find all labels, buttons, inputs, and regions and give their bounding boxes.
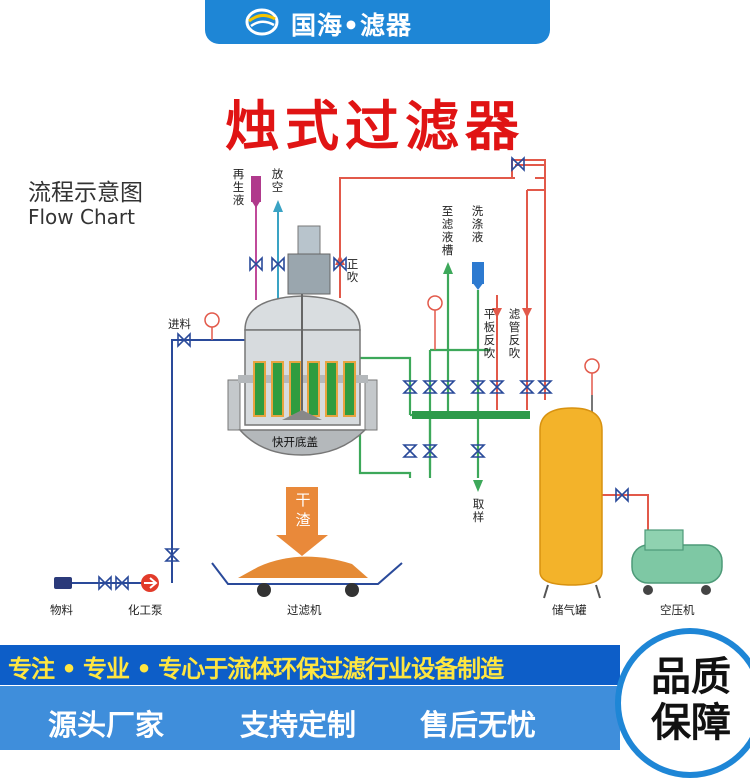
brand-name: 国海•滤器 [291,11,412,40]
filter-machine [211,556,403,597]
label-dry-residue: 干渣 [295,491,311,529]
feature-item: 支持定制 [240,708,357,742]
dry-residue-arrow [276,487,328,556]
label-filter-machine: 过滤机 [287,603,322,617]
brand-logo-icon [245,8,279,36]
label-material: 物料 [50,603,73,617]
label-pipe-backblow: 滤管反吹 [508,307,521,360]
label-chemical-pump: 化工泵 [128,603,163,617]
label-vent: 放空 [271,167,284,194]
label-forward-blow: 正吹 [346,257,359,284]
label-wash-liquid: 洗涤液 [471,204,484,244]
brand-header: 国海•滤器 [205,0,550,44]
flow-chart-title-en: Flow Chart [28,205,135,229]
flow-chart-title-cn: 流程示意图 [28,180,143,206]
wash-liquid-vessel [472,262,484,284]
features-bar: 源头厂家 支持定制 售后无忧 [0,686,620,750]
label-air-compressor: 空压机 [660,603,695,617]
material-drum [54,577,72,589]
slogan-text: 专注 • 专业 • 专心于流体环保过滤行业设备制造 [8,655,504,683]
feature-item: 售后无忧 [420,708,537,742]
flow-diagram [54,156,723,599]
label-regen-liquid: 再生液 [232,167,245,207]
quality-badge: 品质保障 [615,628,750,778]
label-plate-backblow: 平板反吹 [483,307,496,360]
air-storage-tank [539,395,603,599]
label-quick-bottom-cover: 快开底盖 [272,435,318,449]
candle-filter-vessel [227,225,378,456]
label-feed: 进料 [168,317,191,331]
page-title: 烛式过滤器 [225,95,525,158]
arrow-down-icon [473,480,483,492]
label-air-tank: 储气罐 [552,603,587,617]
quality-badge-text: 品质保障 [651,654,731,746]
chemical-pump-icon [141,574,159,592]
label-to-filtrate-tank: 至滤液槽 [441,204,454,257]
pressure-gauge-icons [204,295,600,374]
valve-icons [98,156,629,591]
feature-item: 源头厂家 [48,708,165,742]
air-compressor [631,529,723,595]
feed-pipeline [70,339,245,584]
arrow-up-icon [443,262,453,274]
label-sampling: 取样 [472,497,485,524]
red-pipelines [339,159,649,540]
slogan-bar: 专注 • 专业 • 专心于流体环保过滤行业设备制造 [0,645,620,685]
green-pipelines [358,270,530,478]
regen-liquid-vessel [251,176,261,202]
liquid-manifold [412,411,530,419]
